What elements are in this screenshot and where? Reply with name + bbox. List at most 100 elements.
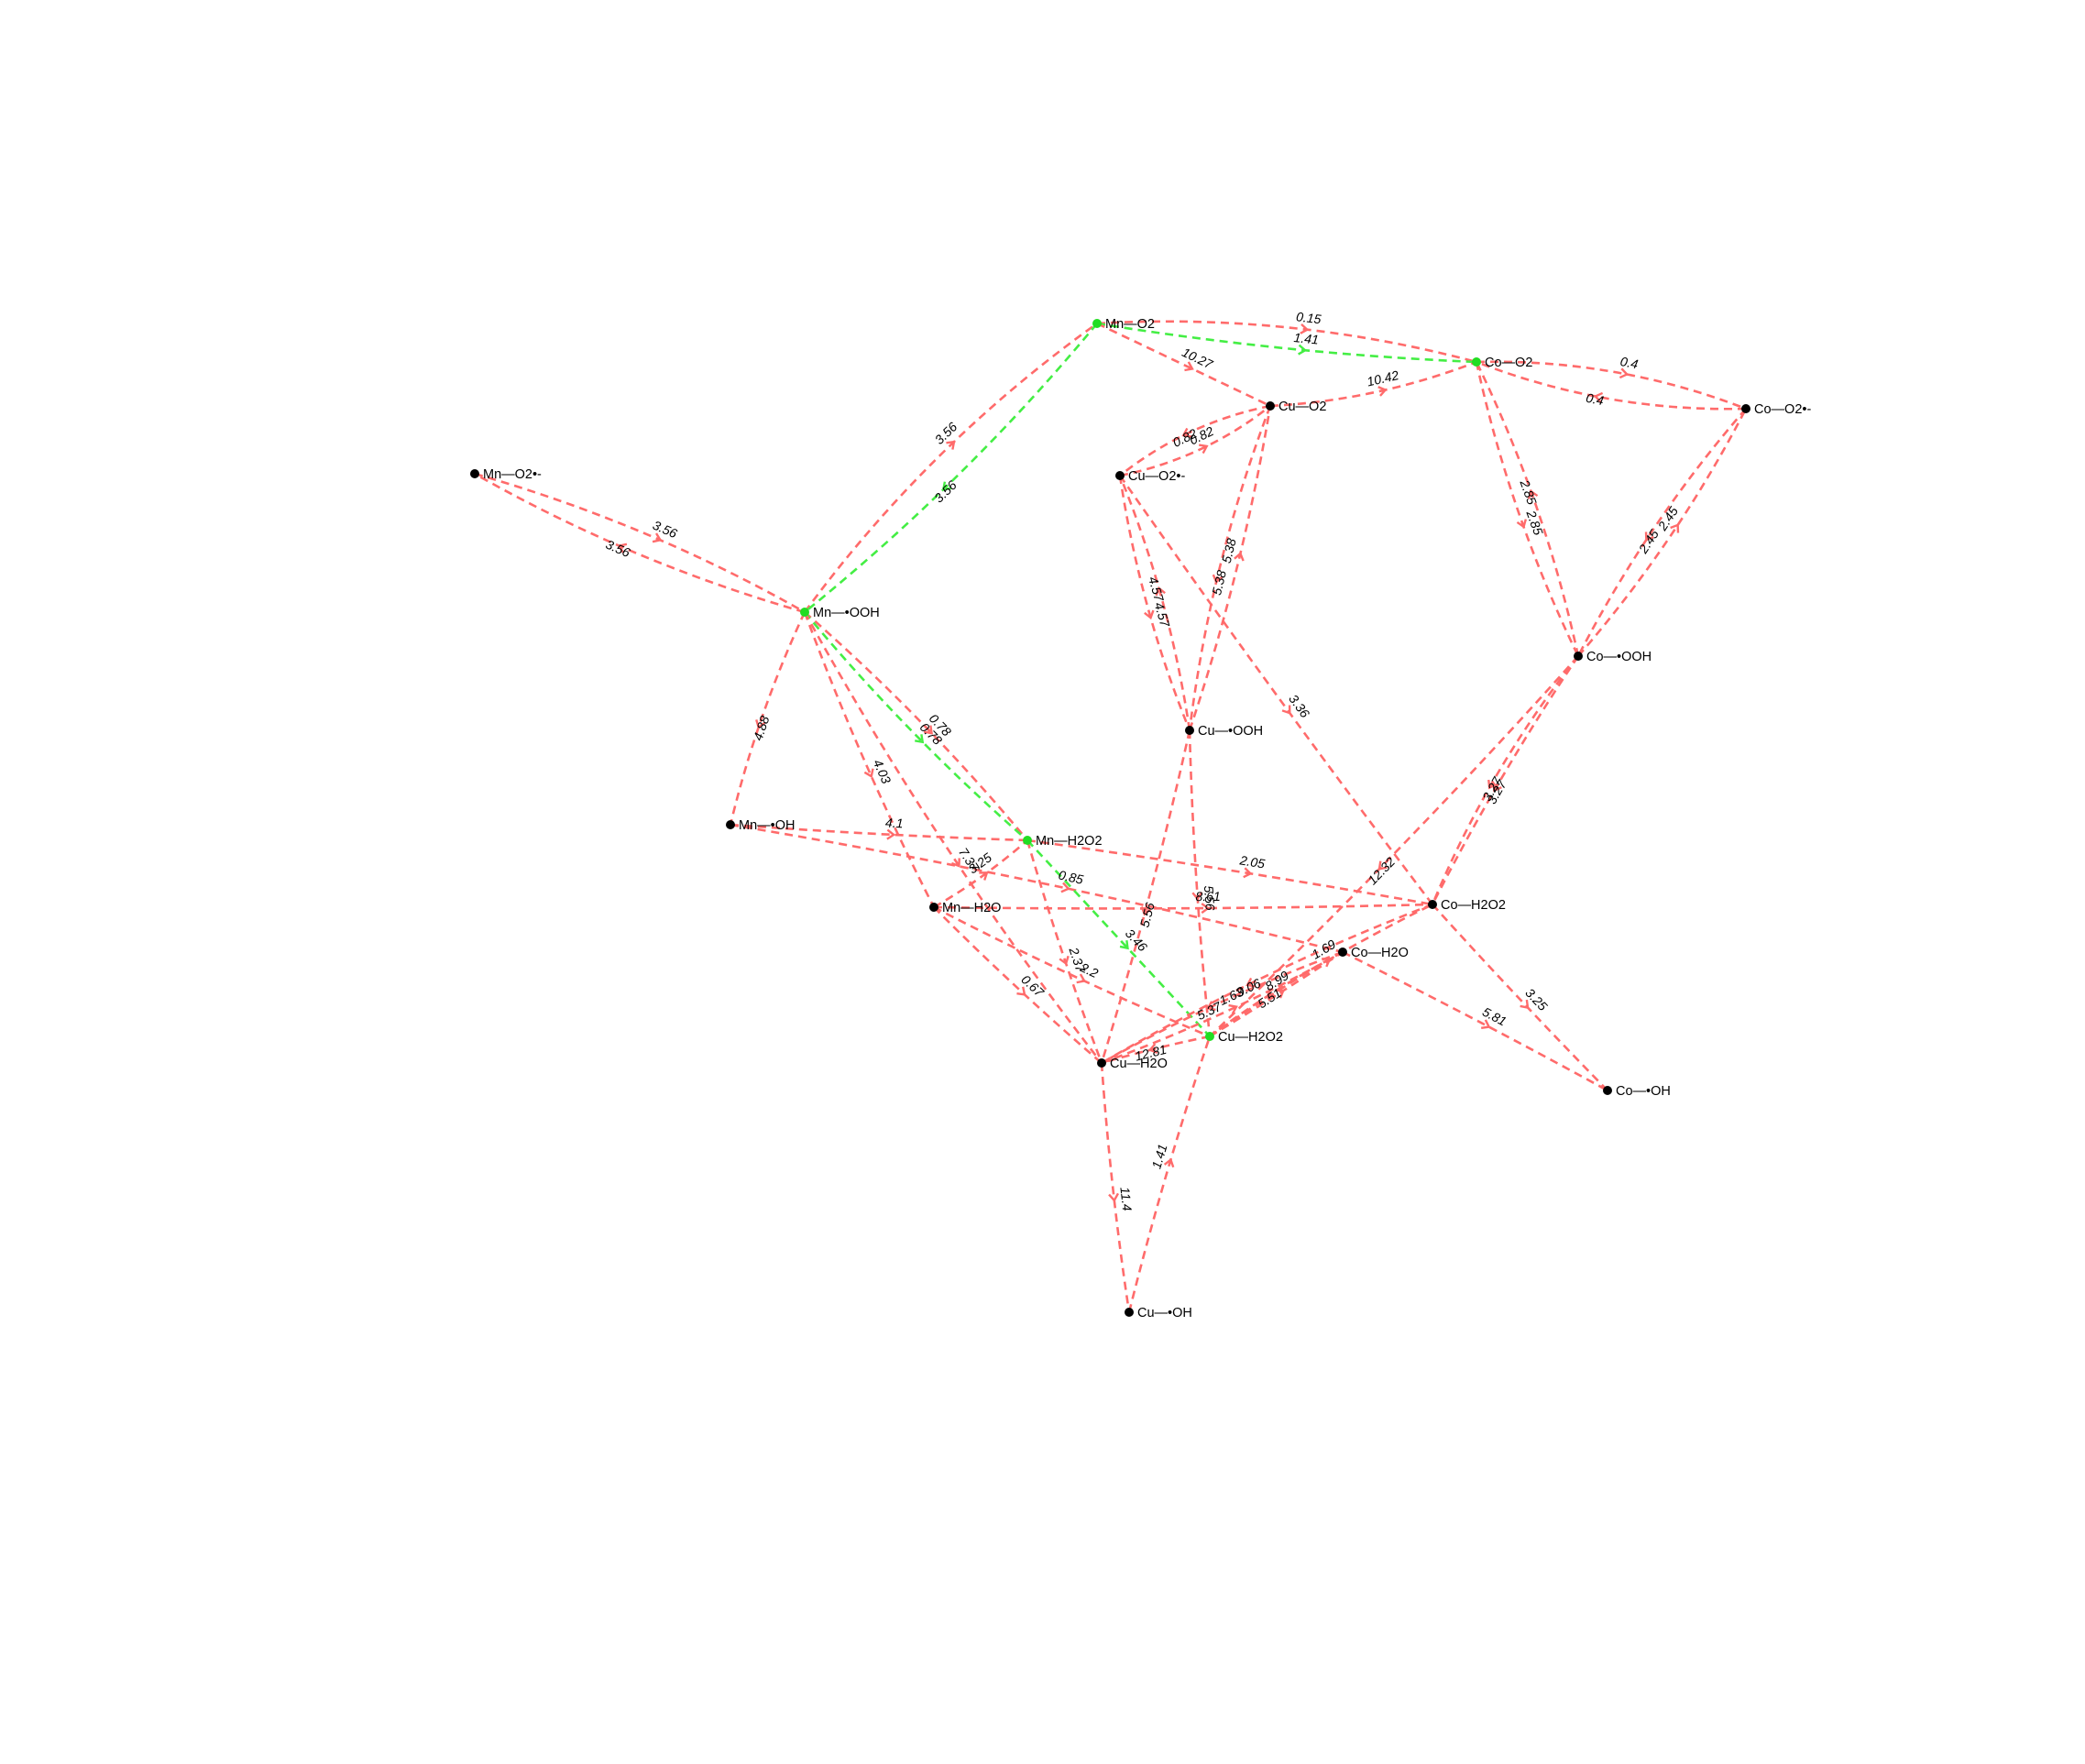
node-label: Mn—H2O2 [1036, 834, 1103, 849]
edge-arrowhead [1300, 323, 1310, 334]
edge-mn_h2o-to-cu_h2o2 [933, 905, 1211, 1038]
edge-weight-label: 0.85 [1057, 867, 1084, 886]
edge-arrowhead [1144, 609, 1155, 620]
node-co_o2r: Co—O2•- [1741, 402, 1811, 417]
edge-weight-label: 5.56 [1136, 901, 1158, 929]
node-dot [1023, 836, 1032, 845]
node-label: Cu—H2O [1110, 1057, 1168, 1071]
edge-mn_o2-to-co_o2 [1096, 320, 1477, 364]
node-co_h2o2: Co—H2O2 [1428, 898, 1506, 913]
edge-arrowhead [1516, 519, 1528, 529]
edge-cu_o2-to-cu_o2r [1119, 404, 1271, 477]
node-dot [1741, 404, 1750, 413]
edge-arrowhead [1298, 344, 1308, 356]
edges-layer [474, 320, 1748, 1313]
edge-arrowhead [1119, 940, 1129, 950]
edge-weight-label: 2.2 [1078, 959, 1101, 981]
node-label: Mn—H2O [942, 901, 1001, 915]
node-label: Cu—•OOH [1198, 724, 1263, 739]
node-cu_o2r: Cu—O2•- [1115, 469, 1185, 484]
edge-cu_h2o2-to-co_h2o2 [1209, 903, 1433, 1038]
edge-arrowhead [1377, 860, 1388, 871]
edge-arrowhead [1520, 999, 1530, 1010]
edge-weight-label: 0.15 [1295, 309, 1322, 326]
edge-co_ooh-to-cu_h2o2 [1209, 655, 1579, 1037]
edge-arrowhead [1670, 523, 1680, 533]
edge-weight-label: 10.42 [1366, 367, 1400, 389]
edge-mn_ooh-to-mn_h2o2 [804, 611, 1028, 841]
node-dot [1115, 471, 1125, 480]
edge-weight-label: 10.27 [1180, 345, 1216, 372]
edge-arrowhead [1163, 1157, 1175, 1168]
edge-mn_ooh-to-mn_h2o2 [804, 611, 1028, 841]
node-cu_oh: Cu—•OH [1125, 1306, 1192, 1320]
node-label: Mn—O2 [1105, 317, 1155, 332]
edge-weight-label: 2.85 [1523, 508, 1546, 537]
node-dot [726, 820, 735, 829]
edge-mn_h2o2-to-cu_h2o2 [1026, 839, 1211, 1037]
node-mn_ooh: Mn—•OOH [800, 606, 880, 620]
edge-weight-label: 11.4 [1117, 1186, 1135, 1211]
edge-weight-label: 0.67 [1018, 972, 1048, 1001]
edge-cu_h2o-to-cu_oh [1100, 1062, 1131, 1313]
edge-weight-label: 2.05 [1238, 852, 1267, 871]
node-label: Co—•OOH [1586, 650, 1652, 664]
edge-cu_o2r-to-cu_o2 [1119, 404, 1271, 477]
edge-weight-label: 3.25 [1522, 985, 1550, 1013]
node-cu_o2: Cu—O2 [1266, 400, 1326, 414]
edge-arrowhead [1593, 391, 1604, 403]
node-dot [1092, 319, 1102, 328]
edge-mn_oh-to-co_h2o [730, 823, 1344, 954]
edge-co_o2-to-co_ooh [1475, 361, 1580, 657]
edge-arrowhead [1199, 444, 1209, 455]
edge-mn_ooh-to-mn_h2o [803, 611, 936, 908]
node-dot [1097, 1058, 1106, 1068]
node-label: Co—•OH [1616, 1084, 1671, 1099]
edge-arrowhead [1492, 783, 1502, 793]
edge-mn_h2o-to-mn_h2o2 [933, 839, 1028, 909]
edge-arrowhead [1212, 574, 1224, 585]
edge-weight-label: 3.56 [604, 537, 633, 561]
edge-arrowhead [923, 725, 934, 735]
edge-mn_ooh-to-cu_h2o [803, 611, 1103, 1064]
edge-cu_ooh-to-cu_h2o [1100, 729, 1191, 1064]
edge-arrowhead [1377, 386, 1388, 397]
node-dot [929, 903, 938, 912]
node-dot [470, 469, 479, 478]
edge-weight-label: 4.88 [751, 714, 773, 742]
edge-weight-label: 3.56 [931, 477, 960, 506]
edge-arrowhead [755, 719, 766, 729]
edge-weight-label: 5.56 [1202, 885, 1218, 912]
edge-weight-label: 0.4 [1585, 390, 1605, 408]
edge-weight-label: 12.32 [1365, 854, 1398, 887]
edge-mn_ooh-to-mn_oh [729, 611, 807, 826]
edge-arrowhead [950, 858, 960, 868]
edge-weight-label: 0.4 [1619, 354, 1640, 371]
edge-arrowhead [617, 542, 628, 553]
node-mn_o2r: Mn—O2•- [470, 467, 542, 482]
node-label: Co—H2O [1351, 946, 1409, 960]
edge-arrowhead [652, 532, 663, 543]
edge-mn_h2o-to-co_h2o2 [933, 903, 1433, 910]
edge-arrowhead [1481, 1019, 1491, 1029]
node-co_o2: Co—O2 [1472, 356, 1532, 370]
edge-cu_ooh-to-cu_o2 [1188, 405, 1272, 731]
edge-cu_o2r-to-cu_ooh [1118, 475, 1191, 731]
edge-arrowhead [1155, 586, 1166, 597]
node-mn_oh: Mn—•OH [726, 818, 795, 833]
edge-weight-label: 4.57 [1152, 600, 1173, 630]
node-dot [1574, 652, 1583, 661]
edge-arrowhead [1281, 705, 1291, 715]
edge-cu_ooh-to-cu_o2r [1118, 475, 1191, 731]
edge-mn_h2o2-to-cu_h2o [1026, 839, 1103, 1064]
edge-arrowhead [1243, 867, 1253, 879]
node-dot [1603, 1086, 1612, 1095]
edge-arrowhead [1206, 1001, 1216, 1012]
node-co_h2o: Co—H2O [1338, 946, 1409, 960]
node-co_oh: Co—•OH [1603, 1084, 1671, 1099]
edge-mn_h2o2-to-co_h2o2 [1026, 838, 1433, 906]
edge-arrowhead [1184, 361, 1194, 372]
node-label: Mn—•OH [739, 818, 795, 833]
